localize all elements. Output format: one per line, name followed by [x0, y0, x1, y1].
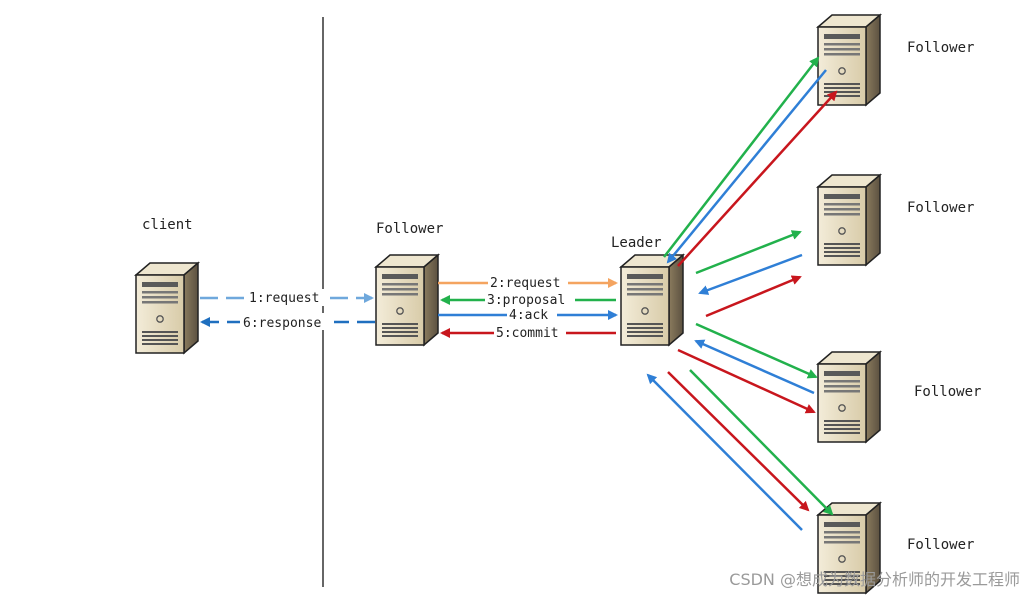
follower-1-server-icon [817, 14, 881, 106]
follower-2-label: Follower [907, 200, 974, 216]
follower-4-label: Follower [907, 537, 974, 553]
m5-bg [494, 325, 566, 340]
commit-to-follower-4 [667, 371, 810, 512]
m4-bg [507, 307, 557, 322]
proposal-to-follower-2 [695, 230, 802, 275]
ack-from-follower-3 [694, 339, 815, 395]
watermark-text: CSDN @想成为数据分析师的开发工程师 [729, 570, 1020, 589]
m3-bg [485, 292, 575, 307]
leader-server-icon [620, 254, 684, 346]
follower-mid-label: Follower [376, 221, 443, 237]
ack-from-follower-4 [646, 373, 803, 531]
follower-2-server-icon [817, 174, 881, 266]
response-label-bg [240, 313, 334, 330]
follower-1-label: Follower [907, 40, 974, 56]
proposal-to-follower-1 [663, 56, 820, 258]
ack-from-follower-2 [698, 253, 803, 295]
message-1-label: 1:request [249, 291, 319, 306]
proposal-to-follower-3 [695, 322, 818, 379]
follower-mid-server-icon [375, 254, 439, 346]
leader-label: Leader [611, 235, 662, 251]
ack-from-follower-1 [666, 69, 827, 264]
message-5-label: 5:commit [496, 326, 559, 341]
commit-to-follower-2 [705, 275, 802, 318]
message-3-label: 3:proposal [487, 293, 565, 308]
message-2-label: 2:request [490, 276, 560, 291]
client-server-icon [135, 262, 199, 354]
follower-3-server-icon [817, 351, 881, 443]
proposal-to-follower-4 [689, 369, 834, 516]
m2-bg [488, 275, 568, 290]
follower-3-label: Follower [914, 384, 981, 400]
commit-to-follower-3 [677, 348, 816, 414]
message-6-label: 6:response [243, 316, 321, 331]
request-label-bg [246, 289, 328, 306]
commit-to-follower-1 [677, 90, 838, 267]
client-label: client [142, 217, 193, 233]
message-4-label: 4:ack [509, 308, 548, 323]
